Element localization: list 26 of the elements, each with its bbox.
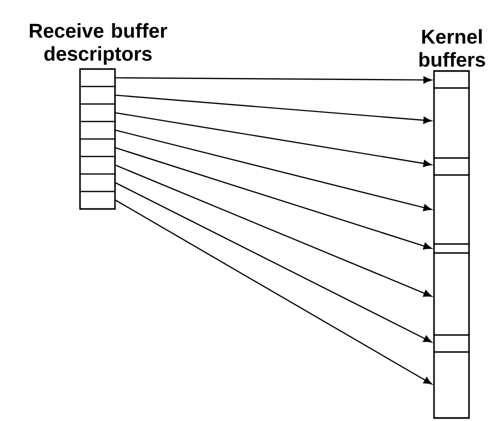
descriptor-slot	[79, 120, 116, 140]
descriptor-slot	[79, 103, 116, 122]
node-label: Kernel buffers	[419, 29, 486, 67]
arrow	[115, 130, 432, 212]
buffer-slot	[433, 334, 470, 353]
buffer-slot	[433, 351, 470, 419]
arrow	[116, 94, 432, 124]
arrow	[115, 200, 432, 384]
arrow	[115, 147, 432, 250]
buffer-slot	[433, 252, 470, 336]
descriptor-slot	[79, 156, 116, 175]
descriptor-slot	[79, 190, 116, 210]
buffer-slot	[433, 174, 470, 245]
buffer-slot	[433, 87, 470, 159]
buffer-slot	[433, 243, 470, 254]
descriptor-slot	[79, 68, 116, 88]
arrow	[115, 164, 432, 297]
arrow	[116, 76, 432, 84]
buffer-slot	[433, 157, 470, 176]
buffer-slot	[433, 70, 470, 89]
descriptor-slot	[79, 86, 116, 105]
arrow	[115, 182, 432, 343]
descriptor-slot	[79, 138, 116, 158]
node-label: Receive buffer descriptors	[30, 23, 168, 65]
descriptor-slot	[79, 173, 116, 192]
arrow	[116, 112, 432, 167]
